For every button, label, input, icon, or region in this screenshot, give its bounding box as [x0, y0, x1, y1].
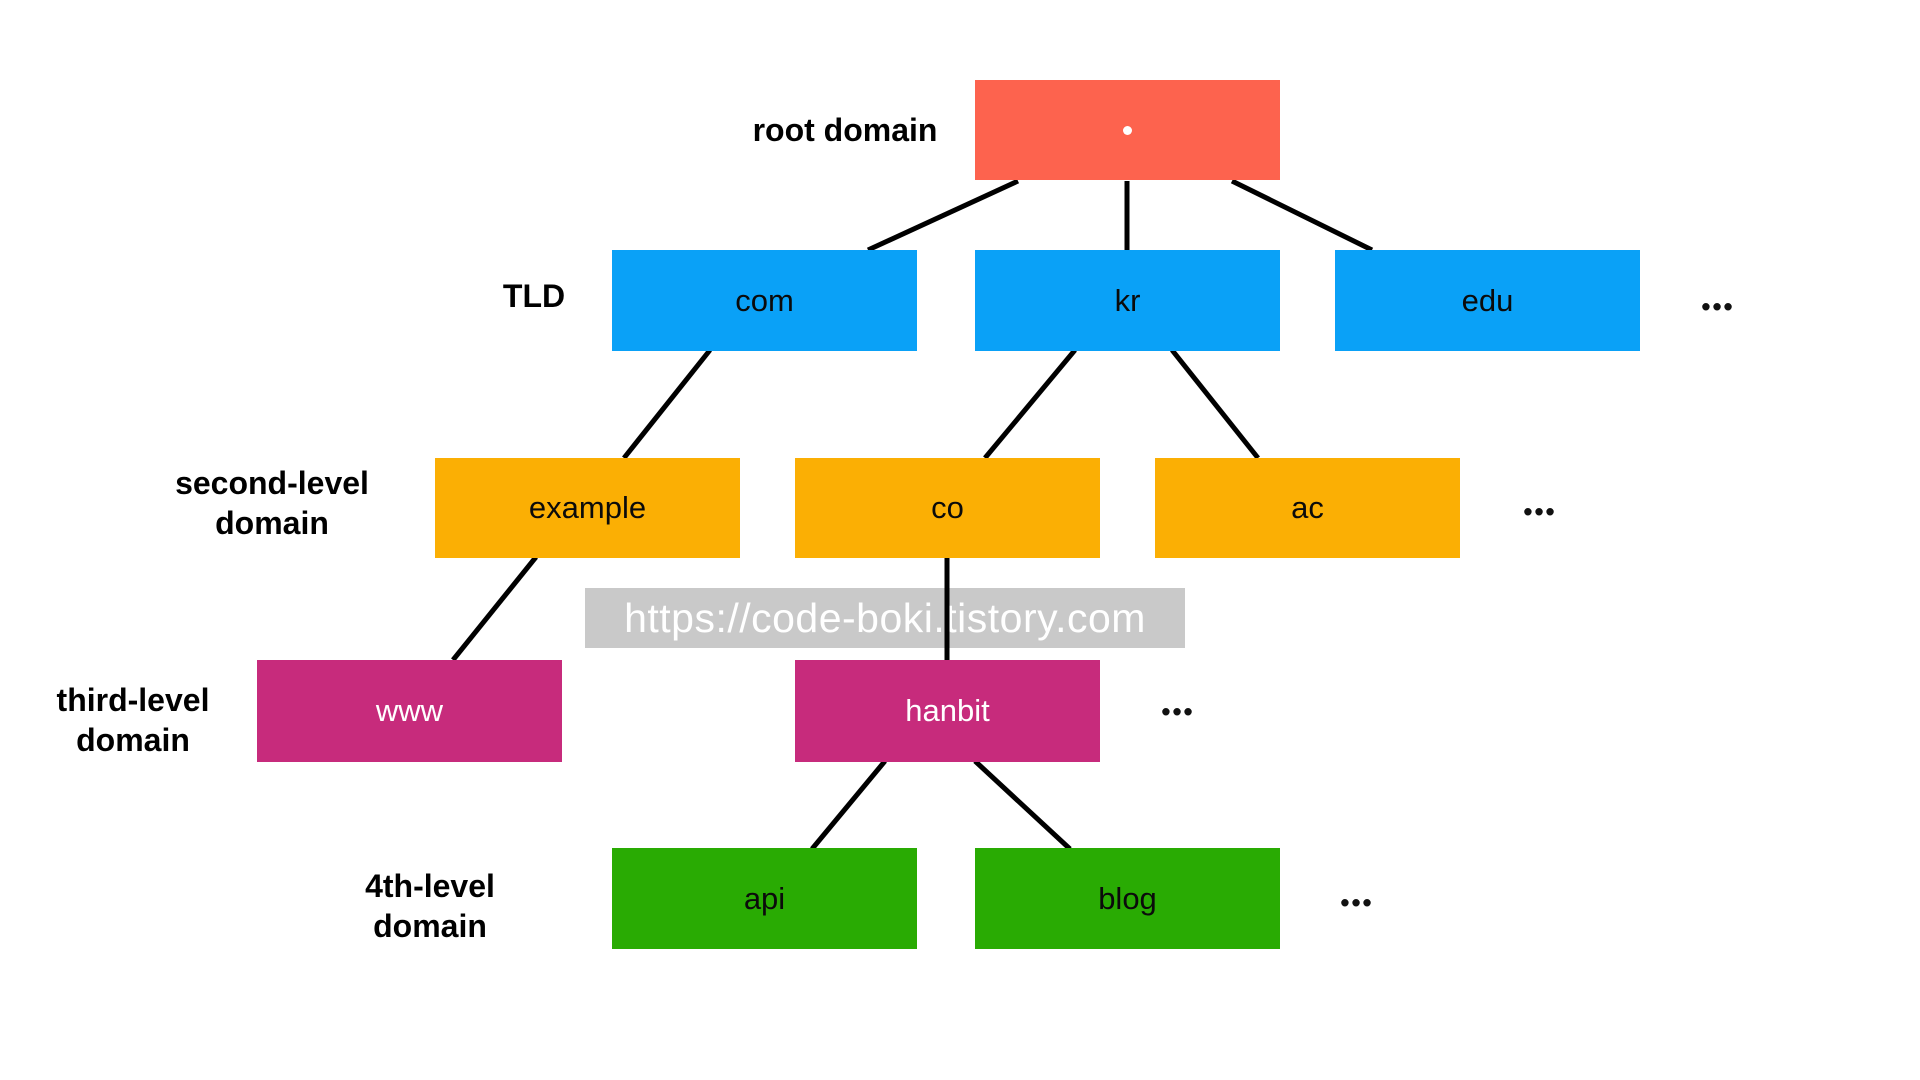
row-label-line: domain [215, 505, 329, 541]
node-label: api [743, 880, 786, 916]
node-label: co [931, 490, 964, 525]
row-label-line: TLD [502, 278, 566, 314]
row-label-line: root domain [752, 112, 938, 148]
edge-root-com [866, 178, 1020, 253]
node-label: ac [1291, 490, 1324, 525]
ellipsis-tld-more: ••• [1701, 291, 1735, 322]
edge-kr-co [983, 348, 1077, 460]
row-label-line: second-level [175, 465, 369, 501]
node-ac: ac [1155, 458, 1460, 558]
node-hanbit: hanbit [795, 660, 1100, 762]
node-label: com [735, 282, 794, 318]
edge-hanbit-blog [973, 759, 1072, 851]
ellipsis-fourth-more: ••• [1340, 887, 1374, 918]
node-co: co [795, 458, 1100, 558]
row-label-tld: TLD [503, 276, 565, 316]
row-label-line: domain [373, 908, 487, 944]
node-label: edu [1461, 282, 1514, 318]
root-dot-label [1123, 125, 1132, 135]
edge-kr-ac [1170, 348, 1260, 460]
watermark: https://code-boki.tistory.com [585, 588, 1185, 648]
row-label-line: 4th-level [365, 868, 495, 904]
node-blog: blog [975, 848, 1280, 949]
node-label: example [528, 490, 647, 525]
ellipsis-second-more: ••• [1523, 496, 1557, 527]
row-label-second-level-domain: second-level domain [175, 463, 369, 543]
edge-hanbit-api [810, 759, 887, 851]
node-label: hanbit [905, 693, 990, 728]
node-root [975, 80, 1280, 180]
node-edu: edu [1335, 250, 1640, 351]
node-www: www [257, 660, 562, 762]
edge-example-www [451, 555, 538, 662]
node-com: com [612, 250, 917, 351]
row-label-third-level-domain: third-level domain [57, 680, 210, 760]
node-api: api [612, 848, 917, 949]
ellipsis-third-more: ••• [1161, 696, 1195, 727]
edge-root-edu [1230, 178, 1374, 253]
row-label-line: third-level [56, 682, 210, 718]
node-label: blog [1098, 880, 1157, 916]
node-label: www [375, 693, 444, 728]
row-label-line: domain [76, 722, 190, 758]
edge-com-example [622, 348, 712, 460]
node-kr: kr [975, 250, 1280, 351]
node-label: kr [1114, 282, 1141, 318]
row-label-fourth-level-domain: 4th-level domain [365, 866, 495, 946]
row-label-root-domain: root domain [753, 110, 938, 150]
node-example: example [435, 458, 740, 558]
